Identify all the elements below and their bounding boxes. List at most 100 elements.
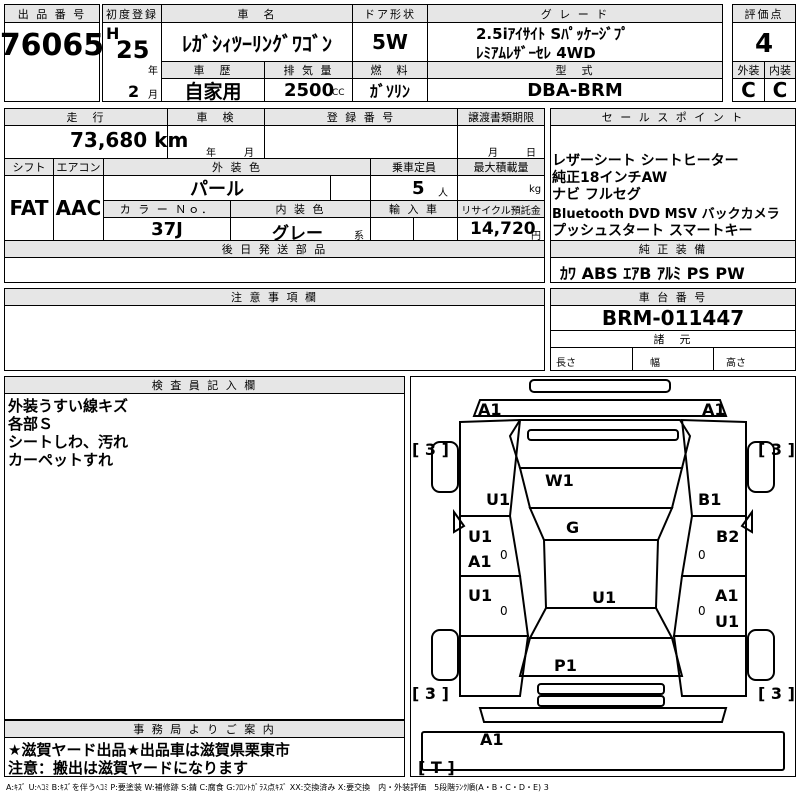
mark-zero-1: 0	[500, 548, 508, 562]
score-value: 4	[754, 29, 774, 59]
mileage-header: 走 行	[4, 108, 168, 126]
dims-length: 長さ	[556, 358, 576, 369]
color-value: パール	[190, 179, 244, 200]
lot-number: 76065	[0, 27, 105, 63]
import-header: 輸 入 車	[370, 200, 458, 218]
history-header: 車 歴	[161, 61, 265, 79]
ext-header: 外装	[732, 61, 765, 79]
displacement-value: 2500	[284, 80, 335, 101]
fuel-header: 燃 料	[352, 61, 428, 79]
chassis-value: BRM-011447	[601, 306, 745, 330]
tire-rear-left: [ 3 ]	[412, 684, 449, 703]
lot-number-header: 出 品 番 号	[4, 4, 100, 23]
office-line-2: 注意：搬出は滋賀ヤードになります	[8, 759, 249, 777]
reg-month-unit: 月	[148, 90, 158, 101]
grade-line-2: ﾚﾐｱﾑﾚｻﾞｰｾﾚ 4WD	[476, 44, 596, 62]
tire-front-right: [ 3 ]	[758, 440, 795, 459]
mark-b1-front-fender-right: B1	[698, 490, 722, 509]
import-cell-divider	[370, 217, 414, 241]
inspection-header: 車 検	[167, 108, 265, 126]
mark-a1-front-left: A1	[478, 400, 502, 419]
car-outline-diagram	[421, 379, 785, 771]
lot-number-cell	[4, 22, 100, 102]
mark-u1-rear-door-left: U1	[468, 586, 493, 605]
color-cell-divider	[330, 175, 371, 201]
sales-line-3: ナビ フルセグ	[552, 187, 641, 203]
plate-cell	[264, 125, 458, 159]
transfer-day: 日	[526, 148, 536, 159]
dims-height: 高さ	[726, 358, 746, 369]
mark-u1-front-door-left: U1	[468, 527, 493, 546]
inspector-line-3: シートしわ、汚れ	[8, 433, 129, 451]
mark-zero-2: 0	[500, 604, 508, 618]
inspector-cell	[4, 393, 405, 720]
later-parts-header: 後 日 発 送 部 品	[4, 240, 545, 258]
capacity-value: 5	[412, 178, 425, 199]
notes-header: 注 意 事 項 欄	[4, 288, 545, 306]
history-value: 自家用	[184, 80, 242, 103]
score-header: 評価点	[732, 4, 796, 23]
type-header: 型 式	[427, 61, 723, 79]
first-reg-header: 初度登録	[102, 4, 162, 23]
ac-header: エアコン	[53, 158, 104, 176]
colorno-header: カ ラ ー Ｎｏ．	[103, 200, 231, 218]
ext-value: C	[741, 78, 756, 102]
recycle-value: 14,720	[470, 219, 536, 239]
int-value: C	[772, 78, 788, 102]
inspector-line-1: 外装うすい線キズ	[8, 397, 129, 415]
equip-value: ｶﾜ ABS ｴｱB ｱﾙﾐ PS PW	[560, 264, 745, 283]
dims-cell-mid	[632, 347, 714, 371]
model-name: ﾚｶﾞｼｨﾂｰﾘﾝｸﾞﾜｺﾞﾝ	[182, 31, 332, 56]
inspector-line-2: 各部Ｓ	[8, 415, 54, 433]
sales-line-5: プッシュスタート スマートキー	[552, 223, 753, 239]
capacity-header: 乗車定員	[370, 158, 458, 176]
ac-value: AAC	[55, 196, 102, 220]
transfer-header: 譲渡書類期限	[457, 108, 545, 126]
inspector-line-4: カーペットすれ	[8, 451, 114, 469]
mark-u1-roof-rear: U1	[592, 588, 617, 607]
mark-a1-front-right: A1	[702, 400, 726, 419]
era-label: H	[106, 24, 120, 43]
fuel-value: ｶﾞｿﾘﾝ	[369, 82, 410, 101]
reg-year-unit: 年	[148, 66, 158, 77]
inspection-month: 月	[244, 148, 254, 159]
interior-header: 内 装 色	[230, 200, 371, 218]
interior-value: グレー	[272, 224, 323, 244]
legend: A:ｷｽﾞ U:ﾍｺﾐ B:ｷｽﾞを伴うﾍｺﾐ P:要塗装 W:補修跡 S:錆 …	[6, 783, 549, 792]
later-parts-cell	[4, 257, 545, 283]
equip-header: 純 正 装 備	[550, 240, 796, 258]
door-type: 5W	[372, 30, 408, 54]
tire-front-left: [ 3 ]	[412, 440, 449, 459]
office-line-1: ★滋賀ヤード出品★出品車は滋賀県栗東市	[8, 741, 290, 759]
displacement-unit: CC	[332, 88, 345, 98]
sales-line-1: レザーシート シートヒーター	[552, 153, 739, 169]
dims-header: 諸 元	[550, 330, 796, 348]
grade-header: グ レ ー ド	[427, 4, 723, 23]
sales-line-4: Bluetooth DVD MSV バックカメラ	[552, 207, 780, 222]
grade-line-1: 2.5iｱｲｻｲﾄ Sﾊﾟｯｹｰｼﾞﾌﾟ	[476, 25, 629, 43]
color-header: 外 装 色	[103, 158, 371, 176]
inspector-header: 検 査 員 記 入 欄	[4, 376, 405, 394]
reg-year: 25	[116, 36, 150, 64]
model-header: 車 名	[161, 4, 353, 23]
plate-header: 登 録 番 号	[264, 108, 458, 126]
load-header: 最大積載量	[457, 158, 545, 176]
shift-header: シフト	[4, 158, 54, 176]
colorno-value: 37J	[151, 218, 183, 240]
sales-header: セ ー ル ス ポ イ ン ト	[550, 108, 796, 126]
int-header: 内装	[764, 61, 796, 79]
shift-value: FAT	[9, 196, 49, 220]
inspection-year: 年	[206, 148, 216, 159]
int-cell	[764, 78, 796, 102]
type-cell	[427, 78, 723, 102]
capacity-unit: 人	[438, 188, 448, 199]
mileage-value: 73,680 km	[70, 128, 189, 152]
door-header: ドア形状	[352, 4, 428, 23]
damage-diagram-frame	[410, 376, 796, 777]
mark-a1-front-door-left: A1	[468, 552, 492, 571]
mark-b2-front-door-right: B2	[716, 527, 740, 546]
transfer-month: 月	[488, 148, 498, 159]
mark-p1-trunk: P1	[554, 656, 577, 675]
recycle-unit: 円	[531, 231, 541, 242]
office-cell	[4, 737, 405, 777]
